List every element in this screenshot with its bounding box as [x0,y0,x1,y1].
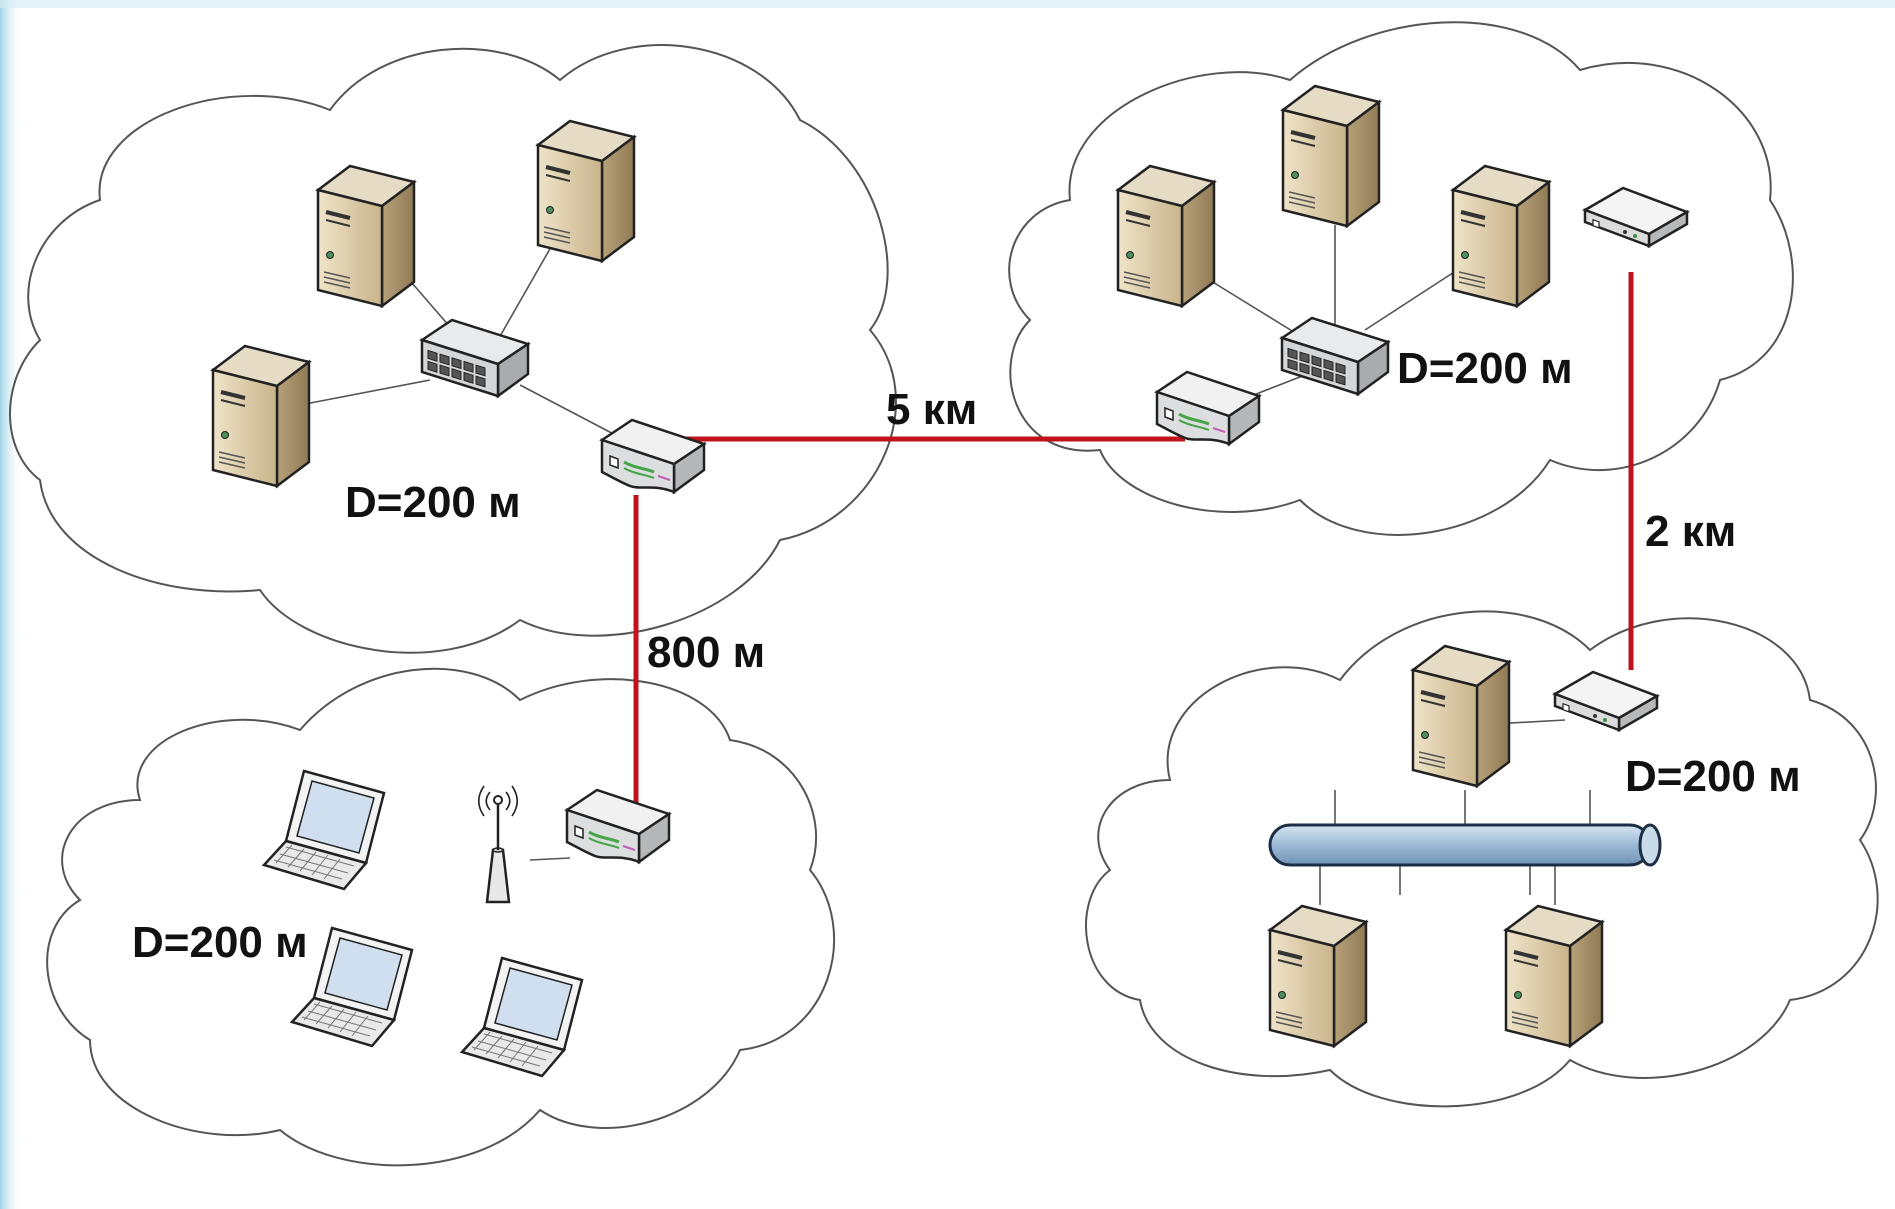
diameter-label-bottom-right: D=200 м [1625,752,1801,801]
distance-label-2km: 2 км [1645,507,1736,556]
diameter-label-top-left: D=200 м [345,478,521,527]
diameter-label-top-right: D=200 м [1397,344,1573,393]
server-icon [211,344,311,488]
local-connections [299,225,1591,905]
top-edge-tint [0,0,1895,8]
distance-label-5km: 5 км [886,385,977,434]
server-icon [1504,904,1604,1048]
distance-label-800m: 800 м [647,628,765,677]
bus-cable-icon [1268,823,1662,867]
server-icon [1268,904,1368,1048]
server-icon [536,119,636,263]
server-icon [1116,164,1216,308]
server-icon [1411,644,1511,788]
left-edge-tint [0,0,22,1209]
wan-links [633,272,1634,815]
diameter-label-bottom-left: D=200 м [132,918,308,967]
server-icon [316,164,416,308]
server-icon [1281,84,1381,228]
server-icon [1451,164,1551,308]
